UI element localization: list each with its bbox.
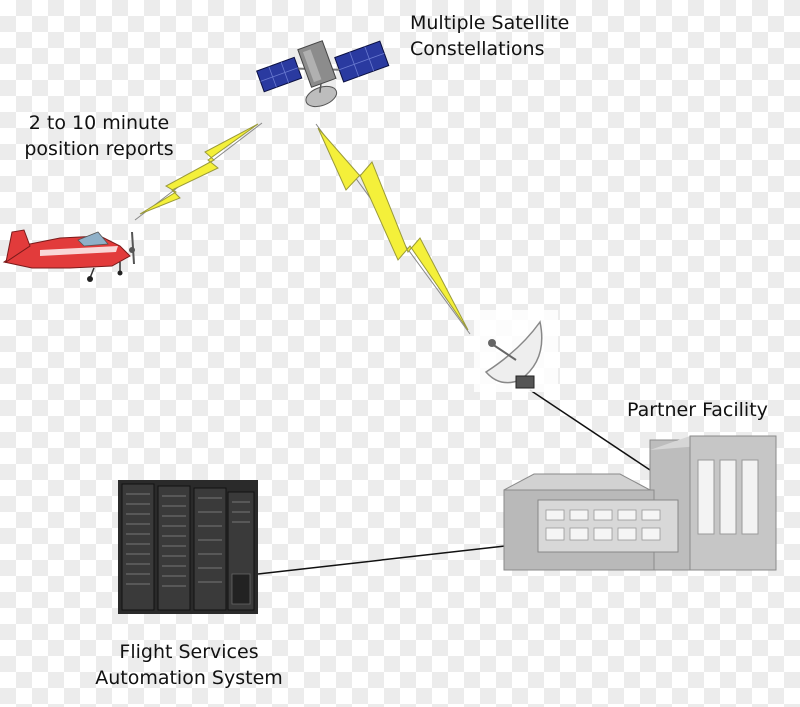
- satellite-label-line-1: Multiple Satellite: [410, 12, 570, 34]
- satellite-dish-icon: [474, 310, 558, 392]
- servers-to-facility-line: [257, 545, 506, 575]
- dish-to-facility-line: [529, 389, 651, 471]
- satellite-label: Multiple Satellite Constellations: [410, 10, 569, 62]
- fsas-label: Flight Services Automation System: [78, 639, 300, 691]
- building-icon: [503, 435, 777, 571]
- satellite-label-line-2: Constellations: [410, 38, 545, 60]
- partner-facility-label: Partner Facility: [627, 399, 768, 421]
- lightning-bolt-plane-icon: [134, 122, 263, 221]
- reports-label-line-1: 2 to 10 minute: [28, 112, 170, 134]
- lightning-bolt-dish-icon: [315, 123, 471, 335]
- server-rack-icon: [118, 480, 258, 614]
- fsas-label-line-2: Automation System: [95, 667, 283, 689]
- fsas-label-line-1: Flight Services: [119, 641, 259, 663]
- reports-label-line-2: position reports: [24, 138, 174, 160]
- airplane-icon: [2, 229, 135, 282]
- satellite-icon: [256, 40, 390, 108]
- reports-label: 2 to 10 minute position reports: [14, 110, 184, 162]
